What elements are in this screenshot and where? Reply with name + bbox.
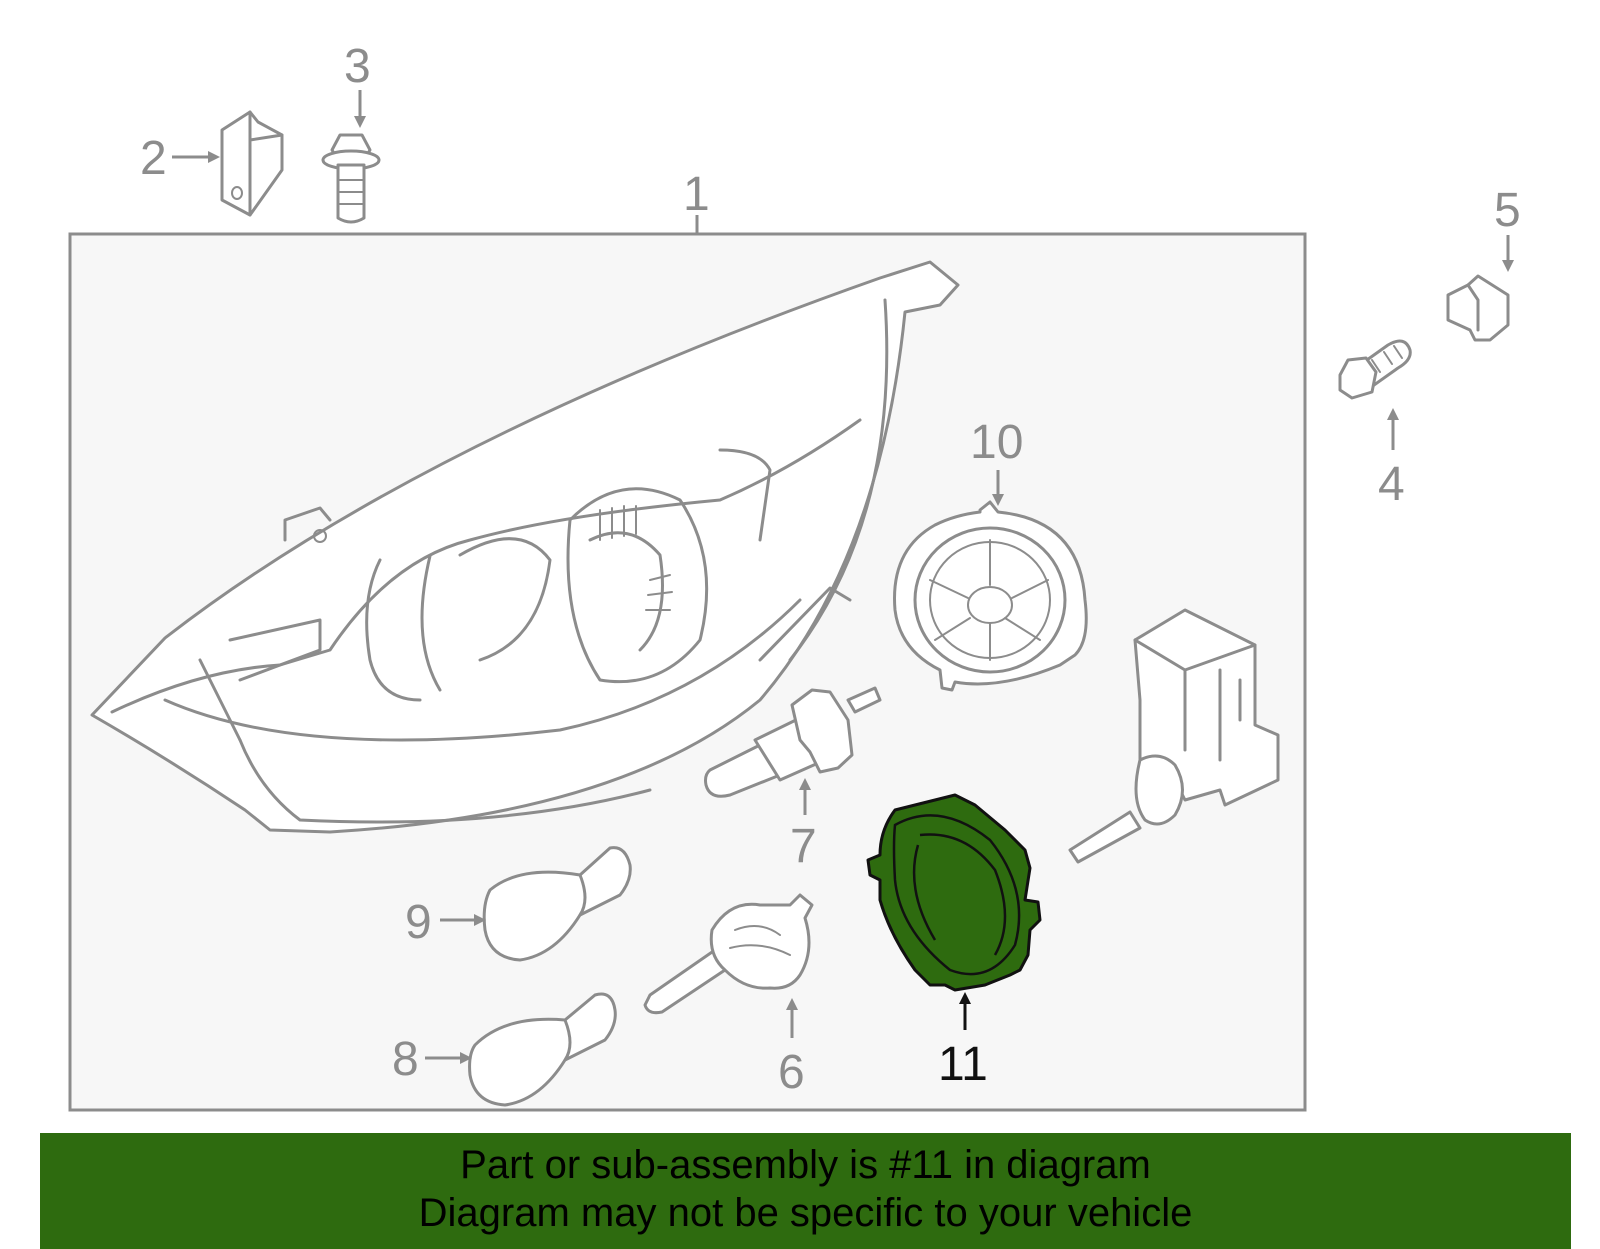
bracket-part-2: [220, 110, 284, 217]
callout-9: 9: [405, 896, 432, 949]
bulb-part-7: [704, 686, 882, 798]
info-banner: Part or sub-assembly is #11 in diagram D…: [40, 1133, 1571, 1249]
bulb-retainer-part-11: [866, 793, 1042, 992]
callout-10: 10: [970, 416, 1023, 469]
headlamp-assembly: [90, 260, 960, 834]
callout-8: 8: [392, 1033, 419, 1086]
dust-cover-part-10: [893, 500, 1088, 692]
bolt-part-4: [1338, 339, 1412, 400]
clip-part-5: [1446, 274, 1510, 342]
banner-line-1: Part or sub-assembly is #11 in diagram: [460, 1143, 1151, 1187]
callout-11: 11: [938, 1038, 988, 1091]
bulb-part-6: [643, 893, 814, 1015]
callout-1: 1: [683, 168, 710, 221]
banner-line-2: Diagram may not be specific to your vehi…: [418, 1191, 1193, 1235]
lamp-socket: [1068, 608, 1280, 864]
bolt-part-3: [321, 133, 381, 224]
callout-7: 7: [790, 820, 817, 873]
callout-6: 6: [778, 1046, 805, 1099]
bulb-part-9: [482, 846, 632, 962]
callout-2: 2: [140, 132, 167, 185]
bulb-part-8: [468, 992, 617, 1107]
callout-4: 4: [1378, 458, 1405, 511]
callout-3: 3: [344, 40, 371, 93]
callout-5: 5: [1494, 184, 1521, 237]
